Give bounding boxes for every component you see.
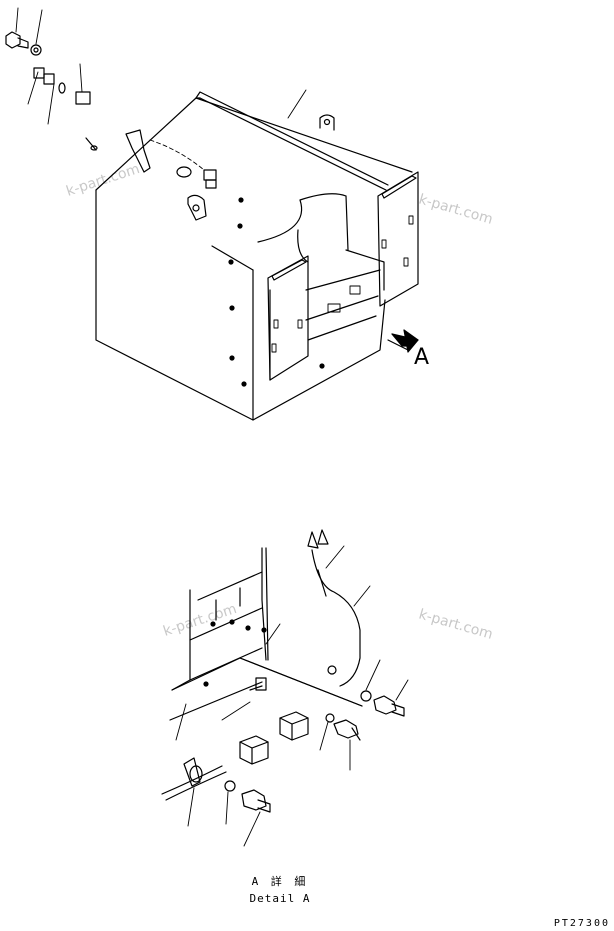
- watermark: k-part.com: [161, 601, 238, 640]
- watermark: k-part.com: [417, 606, 495, 642]
- view-a-label: A: [414, 345, 429, 370]
- part-code: PT27300: [553, 918, 610, 929]
- detail-caption-jp: A 詳 細: [251, 875, 309, 888]
- watermark: k-part.com: [64, 161, 141, 200]
- watermark: k-part.com: [417, 191, 495, 227]
- view-a-arrow: A: [387, 329, 429, 370]
- detail-a-assembly: [161, 529, 409, 847]
- tank-assembly: [95, 89, 419, 421]
- detail-caption-en: Detail A: [249, 892, 311, 905]
- fastener-parts-top: [5, 7, 98, 151]
